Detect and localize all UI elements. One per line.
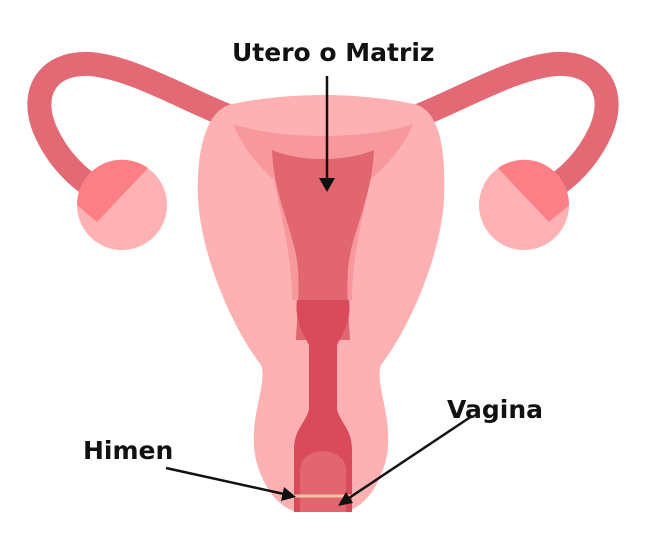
hymen-arrow [165, 466, 296, 501]
uterus-label: Utero o Matriz [232, 38, 435, 67]
left-fallopian-tube [27, 51, 274, 202]
vagina-label: Vagina [447, 395, 543, 424]
vaginal-inner [300, 451, 346, 512]
left-ovary [76, 159, 167, 250]
right-fallopian-tube [372, 51, 619, 202]
uterus-arrow [319, 76, 335, 192]
vagina-arrow [338, 414, 473, 506]
right-ovary [479, 159, 570, 250]
hymen-label: Himen [83, 436, 174, 465]
uterus-cavity [272, 150, 374, 340]
